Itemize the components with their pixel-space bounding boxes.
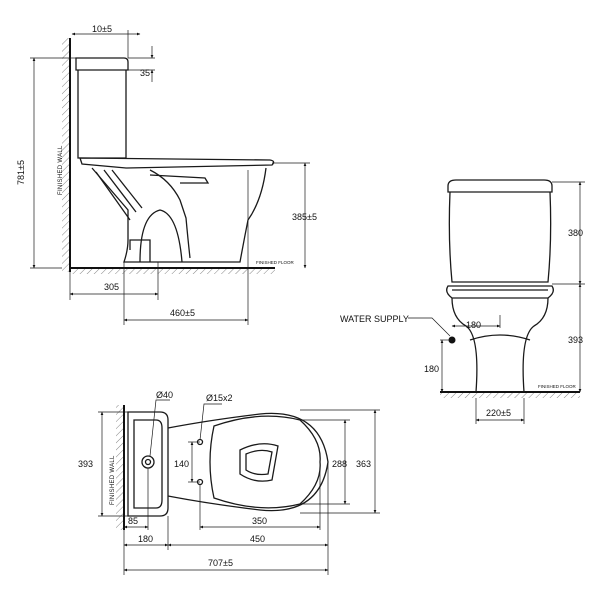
side-floor-hatch	[70, 268, 275, 274]
side-view: FINISHED WALL FINISHED FLOOR 10±5 35 781…	[16, 24, 317, 325]
top-bowl-inner	[209, 415, 321, 509]
dim-bowl-length: 450	[250, 534, 265, 544]
side-trapway-3	[129, 239, 151, 262]
side-seat	[79, 157, 275, 169]
side-trapway-1	[149, 169, 191, 259]
side-hinge	[149, 174, 210, 184]
side-trapway-2	[139, 209, 183, 263]
front-floor-hatch	[440, 392, 580, 398]
dim-base-width: 220±5	[486, 408, 511, 418]
front-tank-body	[448, 191, 552, 283]
top-wall-hatch	[116, 405, 124, 530]
side-wall-hatch	[62, 38, 70, 272]
top-bowl-water	[239, 443, 279, 482]
top-tank	[127, 411, 169, 517]
side-wall-label: FINISHED WALL	[58, 145, 64, 195]
front-seat	[446, 285, 554, 299]
top-flush-hole	[141, 455, 155, 469]
top-view: FINISHED WALL Ø40 Ø15x2 393 140 288	[78, 390, 380, 575]
dim-hole-diameter: Ø40	[156, 390, 173, 400]
dim-bowl-height: 393	[568, 335, 583, 345]
dim-tank-height: 380	[568, 228, 583, 238]
dim-seat-height: 385±5	[292, 212, 317, 222]
dim-supply-height: 180	[424, 364, 439, 374]
dim-supply-offset: 180	[466, 320, 481, 330]
dim-depth: 460±5	[170, 308, 195, 318]
top-wall-label: FINISHED WALL	[110, 455, 116, 505]
dim-total-height: 781±5	[16, 160, 26, 185]
front-floor-label: FINISHED FLOOR	[538, 384, 577, 389]
front-view: FINISHED FLOOR WATER SUPPLY 380 393 180 …	[340, 179, 585, 424]
dim-total-length: 707±5	[208, 558, 233, 568]
dim-bowl-outer-width: 363	[356, 459, 371, 469]
side-bowl-inner-1	[95, 171, 131, 221]
dim-outlet: 305	[104, 282, 119, 292]
side-bowl-inner-3	[111, 169, 143, 209]
dim-top-gap: 10±5	[92, 24, 112, 34]
front-bowl-right	[522, 297, 549, 393]
side-bowl-outline	[91, 167, 267, 263]
front-bowl-left	[451, 297, 478, 393]
dim-fixing-holes: Ø15x2	[206, 393, 233, 403]
dim-lid: 35	[140, 68, 150, 78]
side-floor-label: FINISHED FLOOR	[256, 260, 295, 265]
dim-tank-width: 393	[78, 459, 93, 469]
front-tank-lid	[447, 179, 553, 193]
dim-hole-offset: 85	[128, 516, 138, 526]
side-tank-lid	[75, 57, 129, 71]
dim-bowl-inner-length: 350	[252, 516, 267, 526]
side-tank-body	[77, 70, 127, 159]
dim-tank-depth: 180	[138, 534, 153, 544]
dim-fixing-spacing: 140	[174, 459, 189, 469]
dim-bowl-inner-width: 288	[332, 459, 347, 469]
water-supply-label: WATER SUPPLY	[340, 314, 409, 324]
side-bowl-inner-2	[103, 169, 137, 213]
